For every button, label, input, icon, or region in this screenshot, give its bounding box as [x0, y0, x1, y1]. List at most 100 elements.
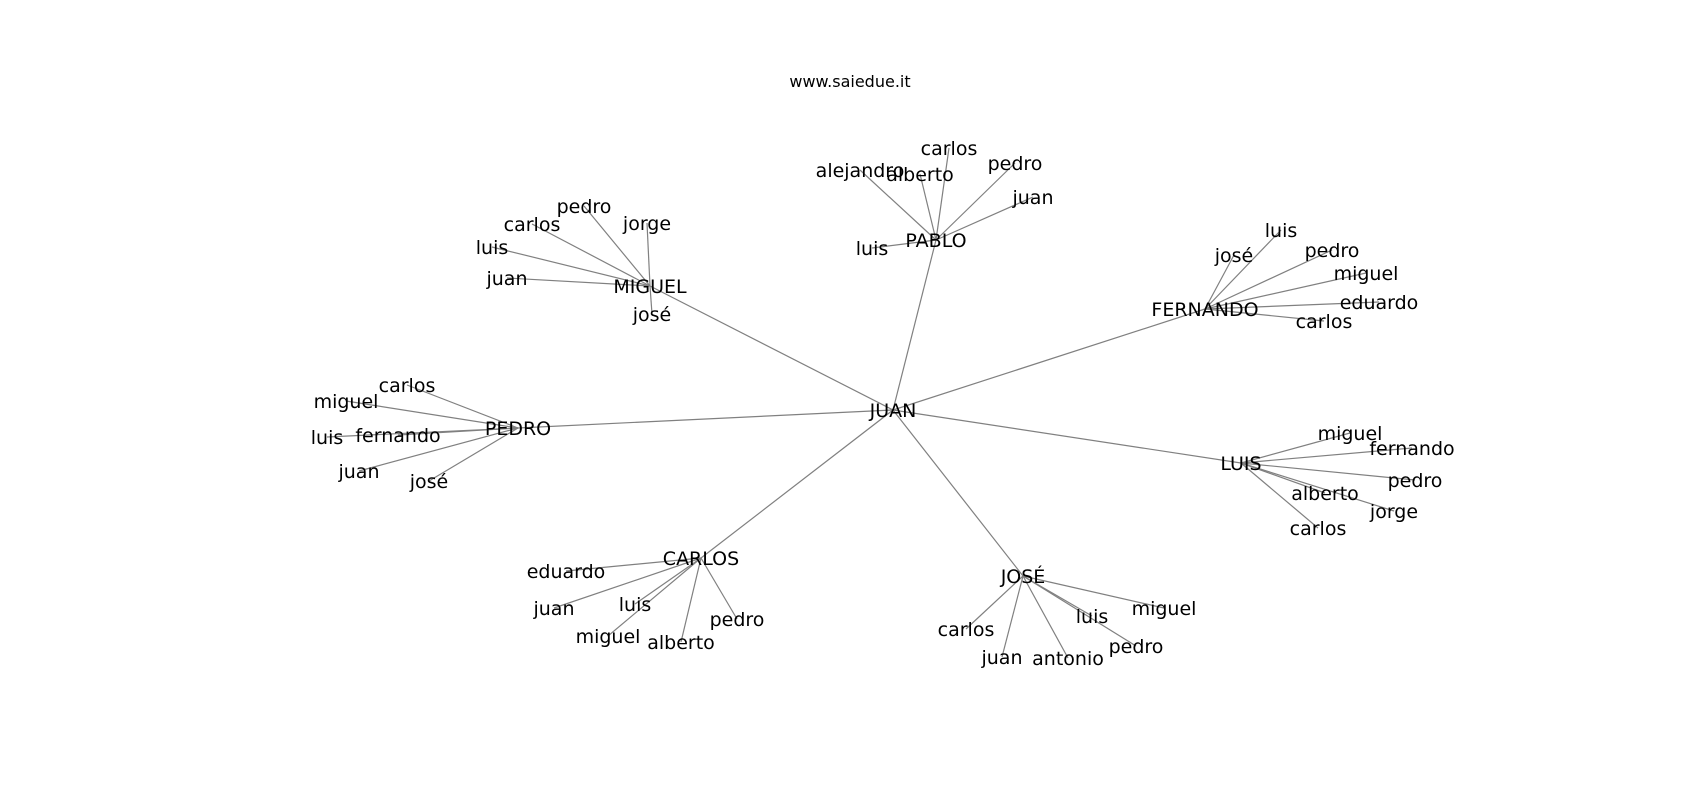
- edge-hub-1-leaf-2: [531, 223, 651, 287]
- edge-hub-2-leaf-5: [1204, 308, 1325, 322]
- leaf-node-label: carlos: [379, 375, 436, 397]
- edge-hub-3-leaf-0: [406, 384, 519, 429]
- edge-hub-0-leaf-0: [859, 169, 937, 241]
- leaf-node-label: miguel: [1334, 263, 1399, 285]
- edge-hub-0-leaf-1: [935, 147, 950, 241]
- leaf-node-label: carlos: [1296, 311, 1353, 333]
- edge-hub-5-leaf-5: [680, 557, 702, 643]
- leaf-node-label: miguel: [314, 391, 379, 413]
- edge-hub-4-leaf-4: [1240, 462, 1395, 512]
- hub-node-label: FERNANDO: [1151, 299, 1258, 321]
- edge-hub-5-leaf-1: [553, 557, 702, 609]
- edge-hub-4-leaf-0: [1240, 432, 1351, 464]
- edge-hub-6-leaf-0: [1022, 575, 1165, 609]
- leaf-node-label: jorge: [622, 213, 671, 235]
- edge-hub-0-leaf-5: [871, 239, 937, 249]
- hub-node-label: JOSÉ: [1000, 565, 1046, 588]
- hub-node-label: PABLO: [905, 230, 966, 252]
- leaf-node-label: juan: [532, 598, 574, 620]
- leaf-node-label: luis: [311, 427, 344, 449]
- edge-hub-2-leaf-1: [1204, 254, 1235, 310]
- leaf-node-label: antonio: [1032, 648, 1104, 670]
- edge-hub-3-leaf-3: [326, 427, 519, 438]
- leaf-node-label: pedro: [1109, 636, 1164, 658]
- leaf-node-label: luis: [476, 237, 509, 259]
- edge-hub-2-leaf-4: [1204, 301, 1380, 310]
- edge-hub-5-leaf-0: [565, 557, 702, 572]
- leaf-node-label: juan: [980, 647, 1022, 669]
- edge-hub-5-leaf-4: [607, 557, 702, 637]
- edge-hub-2-leaf-2: [1204, 249, 1333, 310]
- edge-hub-2-leaf-0: [1204, 229, 1282, 310]
- edges-layer: [326, 147, 1416, 659]
- edge-hub-5-leaf-2: [634, 557, 702, 605]
- leaf-node-label: miguel: [1318, 423, 1383, 445]
- leaf-node-label: carlos: [1290, 518, 1347, 540]
- leaf-node-label: carlos: [921, 138, 978, 160]
- hub-node-label: PEDRO: [485, 418, 551, 440]
- leaf-node-label: luis: [1265, 220, 1298, 242]
- leaf-node-label: fernando: [355, 425, 440, 447]
- leaf-node-label: pedro: [557, 196, 612, 218]
- edge-hub-4-leaf-2: [1240, 462, 1416, 481]
- leaf-node-label: alberto: [1291, 483, 1359, 505]
- leaf-node-label: carlos: [938, 619, 995, 641]
- edge-center-2: [892, 308, 1206, 411]
- edge-hub-1-leaf-1: [646, 222, 651, 287]
- edge-hub-0-leaf-3: [935, 162, 1016, 241]
- edge-hub-6-leaf-4: [1001, 575, 1024, 658]
- leaf-node-label: alberto: [886, 164, 954, 186]
- edge-center-3: [517, 409, 894, 429]
- edge-hub-1-leaf-5: [649, 285, 653, 315]
- edge-hub-4-leaf-5: [1240, 462, 1319, 529]
- edge-center-0: [892, 239, 937, 411]
- leaf-node-label: luis: [856, 238, 889, 260]
- leaf-node-label: pedro: [988, 153, 1043, 175]
- leaf-node-label: fernando: [1369, 438, 1454, 460]
- edge-hub-4-leaf-1: [1240, 447, 1413, 464]
- edge-hub-2-leaf-3: [1204, 272, 1367, 310]
- edge-hub-3-leaf-5: [428, 427, 519, 482]
- leaf-node-label: miguel: [576, 626, 641, 648]
- leaf-node-label: pedro: [1388, 470, 1443, 492]
- leaf-node-label: josé: [409, 471, 449, 493]
- leaf-node-label: jorge: [1369, 501, 1418, 523]
- center-node-label: JUAN: [869, 400, 917, 422]
- leaf-node-label: luis: [619, 594, 652, 616]
- edge-hub-1-leaf-4: [506, 277, 651, 287]
- edge-center-6: [892, 409, 1024, 577]
- edge-hub-5-leaf-3: [700, 557, 738, 620]
- edge-hub-6-leaf-2: [965, 575, 1024, 630]
- hub-node-label: MIGUEL: [613, 276, 687, 298]
- edge-hub-3-leaf-4: [358, 427, 519, 472]
- edge-hub-6-leaf-3: [1022, 575, 1137, 647]
- edge-hub-1-leaf-0: [583, 205, 651, 287]
- leaf-node-label: alejandro: [816, 160, 905, 182]
- leaf-node-label: josé: [632, 304, 672, 326]
- leaf-node-label: eduardo: [1340, 292, 1419, 314]
- edge-hub-3-leaf-1: [345, 400, 519, 429]
- leaf-node-label: eduardo: [527, 561, 606, 583]
- leaf-node-label: juan: [1011, 187, 1053, 209]
- hub-node-label: CARLOS: [663, 548, 739, 570]
- edge-hub-6-leaf-5: [1022, 575, 1069, 659]
- edge-hub-1-leaf-3: [491, 246, 651, 287]
- edge-center-4: [892, 409, 1242, 464]
- leaf-node-label: alberto: [647, 632, 715, 654]
- leaf-node-label: juan: [337, 461, 379, 483]
- leaf-node-label: pedro: [1305, 240, 1360, 262]
- edge-center-1: [649, 285, 894, 411]
- edge-center-5: [700, 409, 894, 559]
- leaf-node-label: carlos: [504, 214, 561, 236]
- site-label: www.saiedue.it: [789, 72, 910, 91]
- hub-node-label: LUIS: [1220, 453, 1261, 475]
- leaf-node-label: pedro: [710, 609, 765, 631]
- edge-hub-0-leaf-4: [935, 196, 1034, 241]
- edge-hub-0-leaf-2: [919, 173, 937, 241]
- leaf-node-label: juan: [485, 268, 527, 290]
- leaf-node-label: luis: [1076, 606, 1109, 628]
- leaf-node-label: miguel: [1132, 598, 1197, 620]
- leaf-node-label: josé: [1214, 245, 1254, 267]
